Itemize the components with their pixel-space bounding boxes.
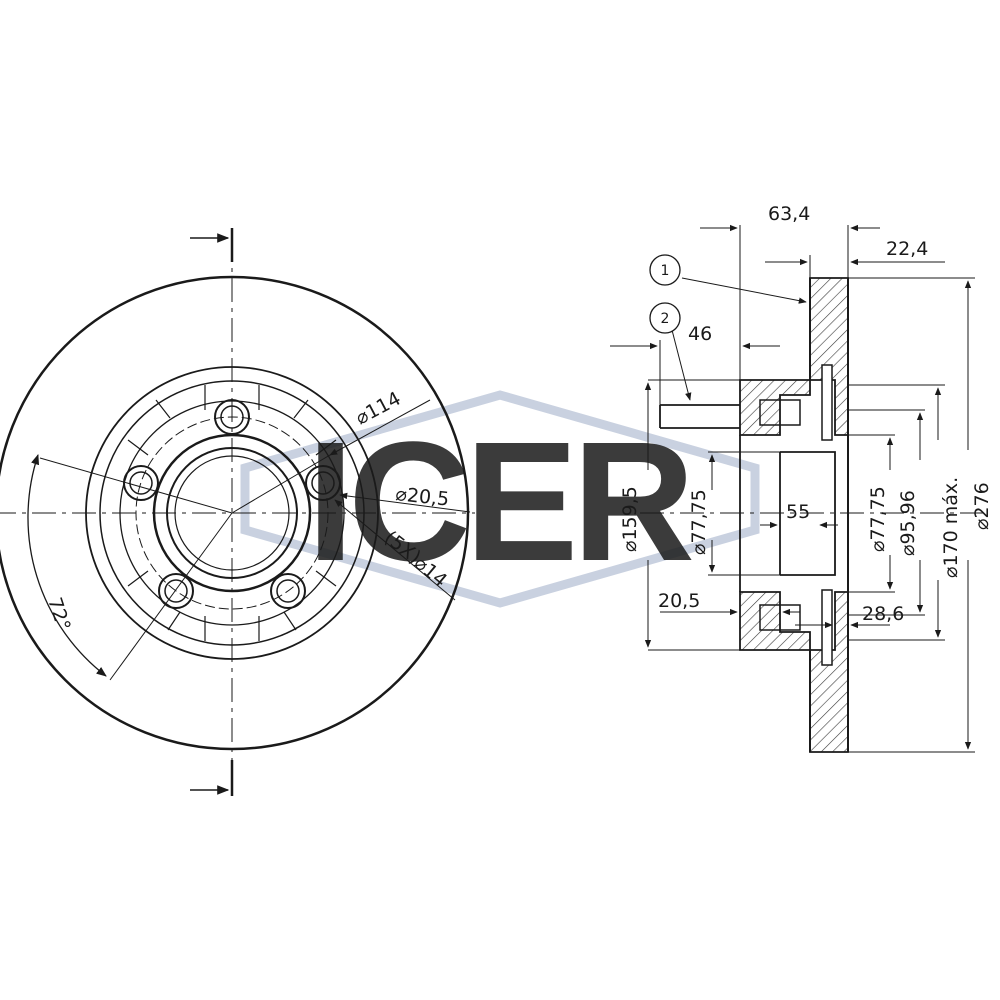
- pcd-leader: [231, 454, 331, 514]
- stud-hole: [305, 465, 341, 501]
- watermark-text: ICER: [307, 407, 692, 597]
- bearing-seat: [759, 399, 801, 631]
- angle-leg-2: [109, 512, 233, 681]
- hub-ribs: [127, 385, 337, 641]
- dim-hub-step: 20,5: [658, 590, 700, 612]
- stud-hole: [123, 465, 159, 501]
- watermark-diamond: [240, 390, 760, 608]
- vent-channel-lower: [821, 589, 833, 666]
- callout-1-label: 1: [661, 263, 670, 279]
- angle-label: 72°: [43, 595, 74, 634]
- callout-2-label: 2: [661, 311, 670, 327]
- dim-disc-thickness: 22,4: [886, 238, 928, 260]
- stud-hole: [214, 399, 250, 435]
- dim-hub-height: 46: [688, 323, 712, 345]
- brand-watermark: ICER: [240, 390, 760, 608]
- dimension-lines: [610, 224, 975, 753]
- stud-hole: [270, 573, 306, 609]
- stud-dia-leader: [339, 492, 471, 513]
- center-bore-edge: [174, 455, 290, 571]
- stud-hole: [158, 573, 194, 609]
- dia-159: ⌀159,5: [619, 486, 641, 552]
- stud-holes: [123, 399, 341, 609]
- vent-channel-upper: [821, 364, 833, 441]
- dia-276: ⌀276: [971, 482, 993, 530]
- dia-95: ⌀95,96: [897, 490, 919, 556]
- dim-overall-height: 63,4: [768, 203, 810, 225]
- axle-stub: [659, 404, 740, 429]
- dia-77-right: ⌀77,75: [867, 486, 889, 552]
- front-view: [0, 228, 475, 796]
- pcd-circle: [135, 416, 329, 610]
- disc-outer-edge: [0, 275, 470, 751]
- dim-inner-depth: 55: [786, 501, 810, 523]
- dia-77-left: ⌀77,75: [688, 489, 710, 555]
- dia-170: ⌀170 máx.: [940, 477, 962, 578]
- callout-2: 2: [649, 302, 681, 334]
- dim-flange-thickness: 28,6: [862, 603, 904, 625]
- small-hole-leader: [334, 499, 456, 601]
- angle-arc: [27, 454, 107, 677]
- callout-1: 1: [649, 254, 681, 286]
- center-bore-inner: [166, 447, 298, 579]
